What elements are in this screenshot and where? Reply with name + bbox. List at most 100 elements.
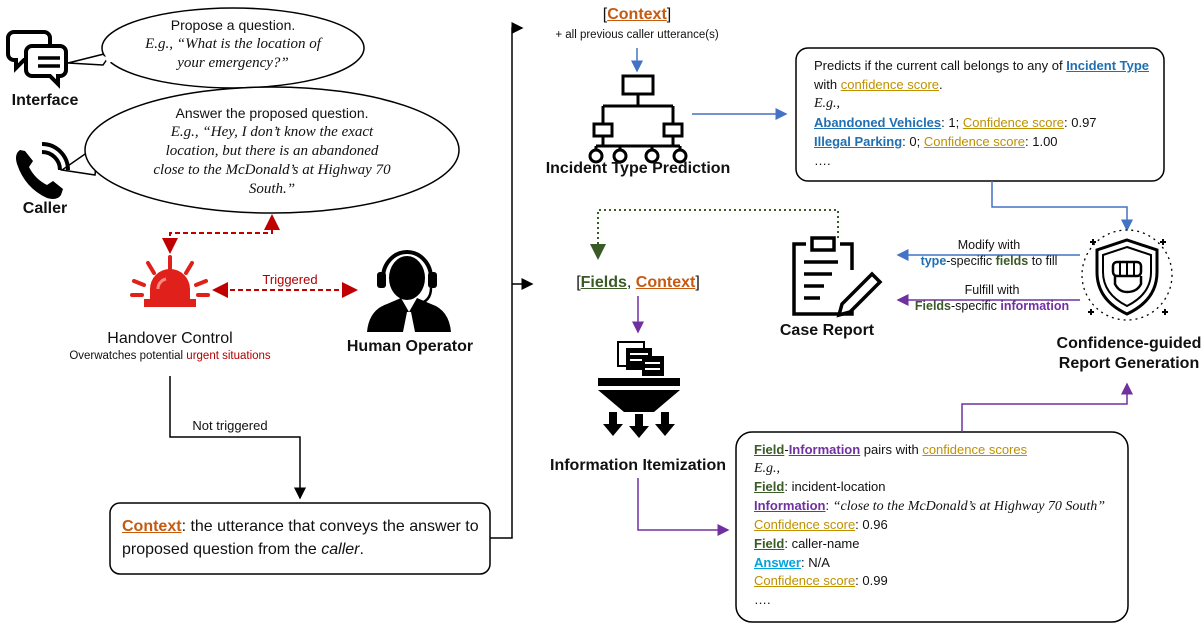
prediction-box-text: Predicts if the current call belongs to … bbox=[814, 56, 1156, 170]
info-c1: Confidence score: 0.96 bbox=[754, 516, 1122, 535]
top-bracket-open: [ bbox=[602, 6, 608, 23]
info-header: Field-Information pairs with confidence … bbox=[754, 441, 1122, 460]
info-f1: Field: incident-location bbox=[754, 478, 1122, 497]
hierarchy-icon bbox=[588, 74, 688, 164]
info-c2: Confidence score: 0.99 bbox=[754, 572, 1122, 591]
green-dotted-feedback bbox=[590, 209, 839, 260]
bubble2-example: E.g., “Hey, I don’t know the exact locat… bbox=[153, 124, 391, 197]
modify-line2: type-specific fields to fill bbox=[904, 253, 1074, 269]
incident-prediction-label: Incident Type Prediction bbox=[545, 160, 731, 177]
fulfill-line2: Fields-specific information bbox=[904, 298, 1080, 314]
info-itemization-label: Information Itemization bbox=[550, 457, 726, 474]
modify-mid: -specific bbox=[946, 254, 996, 268]
info-h-mid: pairs with bbox=[860, 442, 923, 457]
pred-r1a: Abandoned Vehicles bbox=[814, 115, 942, 130]
info-c2-label: Confidence score bbox=[754, 573, 856, 589]
info-a2: Answer: N/A bbox=[754, 554, 1122, 573]
info-dots: …. bbox=[754, 591, 771, 607]
pred-r2a: Illegal Parking bbox=[814, 134, 903, 149]
prediction-eg: E.g., bbox=[814, 96, 841, 111]
info-a2-val: : N/A bbox=[800, 554, 830, 570]
not-triggered-arrow bbox=[169, 376, 306, 500]
pred-r1c: Confidence score bbox=[962, 115, 1065, 130]
info-c1-val: : 0.96 bbox=[855, 517, 888, 533]
fields-bracket-open: [ bbox=[576, 274, 581, 291]
bubble2-line1: Answer the proposed question. bbox=[175, 105, 369, 121]
info-h-conf: confidence scores bbox=[922, 442, 1028, 457]
info-f2-val: : caller-name bbox=[784, 535, 860, 551]
bubble1-example: E.g., “What is the location of your emer… bbox=[145, 36, 321, 71]
pred-r2c: Confidence score bbox=[923, 134, 1026, 149]
info-c1-label: Confidence score bbox=[754, 517, 856, 533]
bubble2-text: Answer the proposed question. E.g., “Hey… bbox=[152, 104, 392, 199]
info-a2-label: Answer bbox=[754, 554, 801, 570]
info-i1-val: “close to the McDonald’s at Highway 70 S… bbox=[832, 498, 1106, 514]
info-eg: E.g., bbox=[754, 460, 781, 476]
fulfill-mid: -specific bbox=[951, 299, 1001, 313]
top-ctx: Context bbox=[607, 6, 667, 23]
context-box-text1: : the utterance that conveys the answer … bbox=[122, 518, 479, 558]
operator-icon bbox=[367, 250, 451, 332]
speech-bubble-caller bbox=[60, 86, 460, 214]
fields-ctx: Context bbox=[635, 274, 696, 291]
info-f1-val: : incident-location bbox=[784, 479, 886, 495]
interface-label: Interface bbox=[11, 92, 79, 109]
info-c2-val: : 0.99 bbox=[855, 573, 888, 589]
fields-context-bracket: [Fields, Context] bbox=[568, 274, 708, 292]
top-bracket-close: ] bbox=[666, 6, 672, 23]
bubble1-text: Propose a question. E.g., “What is the l… bbox=[140, 16, 326, 73]
red-dashed-connectors bbox=[162, 214, 358, 298]
alarm-siren-icon bbox=[130, 255, 210, 307]
top-context-sub: + all previous caller utterance(s) bbox=[555, 29, 719, 41]
context-box-ctx: Context bbox=[122, 518, 182, 535]
report-generation-label: Confidence-guided Report Generation bbox=[1056, 334, 1202, 374]
prediction-line1: Predicts if the current call belongs to … bbox=[814, 56, 1156, 94]
fields-comma: , bbox=[626, 274, 636, 291]
fields-word: Fields bbox=[580, 274, 627, 291]
fields-bracket-close: ] bbox=[695, 274, 700, 291]
triggered-label: Triggered bbox=[262, 272, 318, 287]
info-h-dash: - bbox=[784, 442, 789, 457]
handover-title: Handover Control bbox=[107, 330, 233, 347]
handover-sub-prefix: Overwatches potential bbox=[69, 350, 187, 362]
info-f2: Field: caller-name bbox=[754, 535, 1122, 554]
context-box-text2: . bbox=[359, 541, 364, 558]
pred-r2d: : 1.00 bbox=[1025, 134, 1058, 149]
pred-r2b: : 0; bbox=[902, 134, 924, 149]
bubble1-line1: Propose a question. bbox=[170, 17, 296, 33]
pred-l1c: with bbox=[814, 77, 841, 92]
modify-fields: fields bbox=[995, 254, 1029, 268]
prediction-box-frame bbox=[795, 47, 1165, 182]
info-f2-label: Field bbox=[754, 535, 785, 551]
info-box-frame bbox=[735, 431, 1129, 623]
modify-line1: Modify with bbox=[957, 238, 1021, 252]
fulfill-info: information bbox=[1000, 299, 1070, 313]
info-f1-label: Field bbox=[754, 479, 785, 495]
context-box-text: Context: the utterance that conveys the … bbox=[122, 515, 482, 561]
info-i1-label: Information bbox=[754, 497, 826, 513]
report-gen-line2: Report Generation bbox=[1058, 355, 1200, 372]
prediction-row1: Abandoned Vehicles: 1; Confidence score:… bbox=[814, 113, 1156, 132]
fulfill-label: Fulfill with Fields-specific information bbox=[904, 282, 1080, 314]
case-report-label: Case Report bbox=[779, 322, 875, 339]
shield-fist-icon bbox=[1081, 229, 1173, 321]
top-context-bracket: [Context] bbox=[582, 6, 692, 24]
info-i1: Information: “close to the McDonald’s at… bbox=[754, 497, 1122, 517]
pred-r1d: : 0.97 bbox=[1064, 115, 1097, 130]
fulfill-line1: Fulfill with bbox=[964, 283, 1020, 297]
blue-arrow-to-report-gen bbox=[991, 181, 1133, 232]
pred-l1a: Predicts if the current call belongs to … bbox=[814, 58, 1067, 73]
clipboard-icon bbox=[792, 236, 883, 318]
purple-arrow-to-info-box bbox=[637, 478, 730, 536]
fulfill-fields: Fields bbox=[914, 299, 952, 313]
branch-arrows bbox=[490, 22, 534, 539]
purple-arrow-up-to-report-gen bbox=[961, 382, 1133, 432]
human-operator-label: Human Operator bbox=[346, 338, 474, 355]
caller-label: Caller bbox=[22, 200, 68, 217]
pred-l1e: . bbox=[939, 77, 943, 92]
context-box-caller: caller bbox=[321, 541, 360, 558]
prediction-dots: …. bbox=[814, 153, 831, 168]
pred-r1b: : 1; bbox=[941, 115, 963, 130]
info-box-text: Field - Information pairs with confidence … bbox=[754, 441, 1122, 609]
pred-l1b: Incident Type bbox=[1066, 58, 1150, 73]
